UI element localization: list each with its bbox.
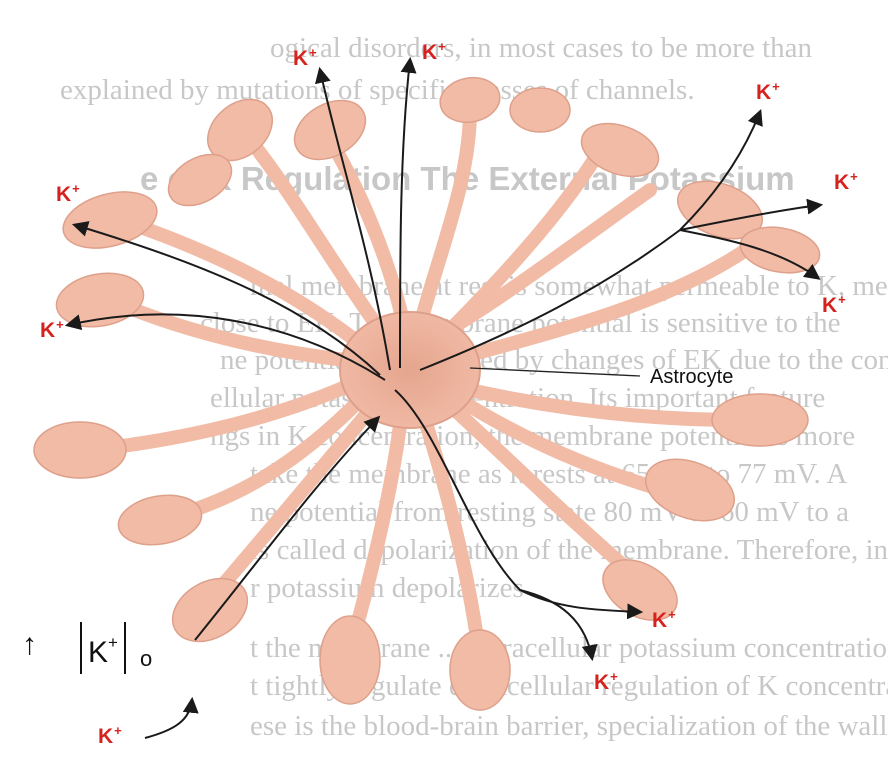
astrocyte-endfoot [293,99,367,161]
astrocyte-process [413,103,477,332]
potassium-ion-label: K+ [594,670,618,693]
ion-charge: + [72,181,80,196]
astrocyte-endfoot [171,577,249,643]
potassium-flux-arrow [399,56,417,369]
potassium-ion-label: K+ [756,80,780,103]
ion-charge: + [56,317,64,332]
astrocyte-process [203,403,377,607]
bg-line: ese is the blood-brain barrier, speciali… [250,710,888,742]
potassium-ion-label: K+ [98,724,122,747]
ion-symbol: K [652,609,668,632]
astrocyte-endfoot [207,98,273,162]
astrocyte-endfoot [167,153,233,207]
ion-charge: + [438,39,446,54]
legend-charge: + [108,633,118,652]
astrocyte-endfoot [676,180,764,240]
astrocyte-endfoot [117,494,203,546]
astrocyte-process [418,413,487,667]
potassium-flux-arrow [194,415,381,641]
astrocyte-endfoot [509,87,571,133]
ion-symbol: K [293,47,309,70]
bg-line: ogical disorders, in most cases to be mo… [270,32,813,64]
ion-symbol: K [834,171,850,194]
ion-charge: + [668,607,676,622]
increase-arrow-icon: ↑ [22,628,37,661]
legend-subscript: o [140,646,153,671]
astrocyte-label: Astrocyte [650,366,734,388]
potassium-ion-label: K+ [422,40,446,63]
potassium-ion-label: K+ [822,293,846,316]
potassium-flux-arrow [64,313,386,381]
bg-line: take the membrane as it rests at 65 mV t… [250,458,848,490]
ion-symbol: K [422,41,438,64]
astrocyte-endfoot [55,272,145,328]
astrocyte-process [113,213,362,347]
astrocyte-process [463,233,767,362]
astrocyte-endfoot [319,615,381,705]
ion-symbol: K [822,294,838,317]
ion-charge: + [850,169,858,184]
potassium-ion-label: K+ [40,318,64,341]
ion-charge: + [838,292,846,307]
astrocyte-endfoot [33,421,127,479]
astrocyte-process [343,418,407,657]
astrocyte-endfoot [439,76,501,124]
astrocyte-process [448,403,647,587]
ion-symbol: K [40,319,56,342]
astrocyte-soma [339,311,481,429]
legend-symbol: K [88,636,109,669]
extracellular-potassium-legend: ↑ K+ o [22,622,162,682]
potassium-flux-arrows [64,56,824,739]
bg-line: explained by mutations of specific class… [60,74,695,106]
label-leader-line [469,367,641,377]
potassium-flux-arrow [679,229,821,280]
ion-charge: + [309,45,317,60]
bg-line: is called depolarization of the membrane… [250,534,888,566]
ion-symbol: K [56,183,72,206]
potassium-flux-arrow [679,198,824,231]
ion-symbol: K [98,725,114,748]
legend-concentration-bracket: K+ [80,622,126,674]
ion-charge: + [610,669,618,684]
ion-charge: + [772,79,780,94]
astrocyte-endfeet [33,76,821,711]
potassium-ion-label: K+ [834,170,858,193]
astrocyte-endfoot [644,458,736,522]
potassium-ion-label: K+ [293,46,317,69]
potassium-flux-arrow [314,66,391,371]
astrocyte-endfoot [580,122,660,178]
astrocyte-process [463,383,747,427]
potassium-flux-arrow [419,109,763,371]
astrocyte-process [433,143,607,347]
ion-symbol: K [594,671,610,694]
ion-charge: + [114,723,122,738]
astrocyte-process [243,133,387,337]
potassium-ion-label: K+ [56,182,80,205]
potassium-flux-arrow [144,696,199,739]
astrocyte-endfoot [449,629,511,711]
ion-symbol: K [756,81,772,104]
astrocyte-endfoot [711,393,809,447]
astrocyte-process [323,133,412,337]
potassium-flux-arrow [519,589,598,662]
potassium-flux-arrow [394,389,644,620]
potassium-flux-arrow [71,221,381,376]
bg-line: r potassium depolarizes [250,572,524,604]
potassium-ion-label: K+ [652,608,676,631]
